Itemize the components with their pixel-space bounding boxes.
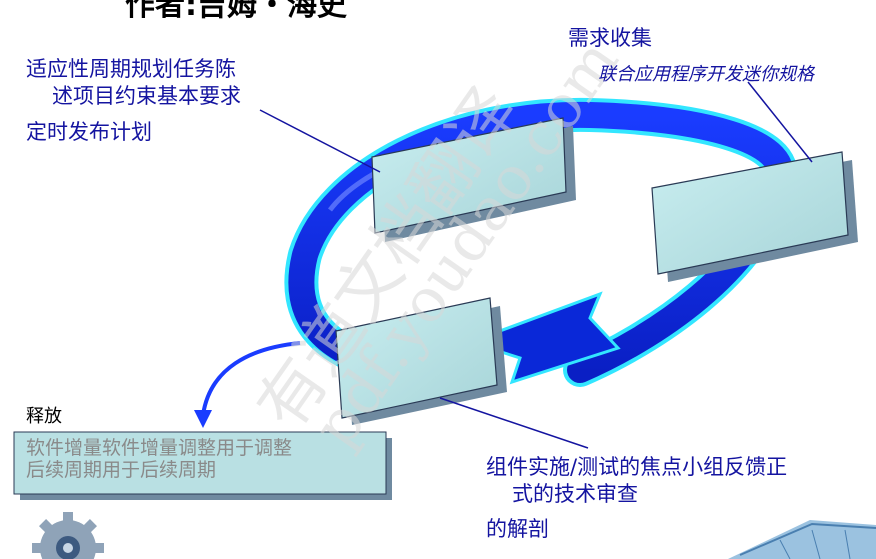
page-title: 作者:吉姆・海史: [125, 0, 347, 23]
label-release-box-line1: 软件增量软件增量调整用于调整: [26, 437, 293, 459]
label-release: 释放: [26, 406, 62, 427]
label-bottom-right-line1: 组件实施/测试的焦点小组反馈正: [486, 455, 788, 479]
callout-lines: [259, 81, 813, 449]
label-bottom-right-line2: 式的技术审查: [512, 482, 638, 506]
label-bottom-right-line3: 的解剖: [486, 517, 549, 541]
phase-box-speculate: [371, 117, 576, 242]
phase-box-collaborate: [651, 151, 858, 282]
label-top-right-heading: 需求收集: [568, 26, 652, 50]
callout-line-top-right: [747, 81, 813, 163]
label-top-right-sub: 联合应用程序开发迷你规格: [598, 64, 814, 85]
label-top-left-line3: 定时发布计划: [26, 120, 152, 144]
release-box: [13, 431, 392, 500]
phase-box-learn: [335, 297, 507, 425]
label-top-left-line2: 述项目约束基本要求: [52, 84, 241, 108]
gear-icon: [32, 512, 104, 559]
label-top-left-line1: 适应性周期规划任务陈: [26, 57, 236, 81]
release-arrow: [194, 341, 301, 428]
label-release-box-line2: 后续周期用于后续周期: [26, 459, 217, 481]
cycle-arrow-head: [465, 291, 621, 385]
building-icon: [728, 520, 876, 559]
callout-line-bottom-right: [439, 397, 589, 449]
callout-line-top-left: [259, 109, 381, 173]
